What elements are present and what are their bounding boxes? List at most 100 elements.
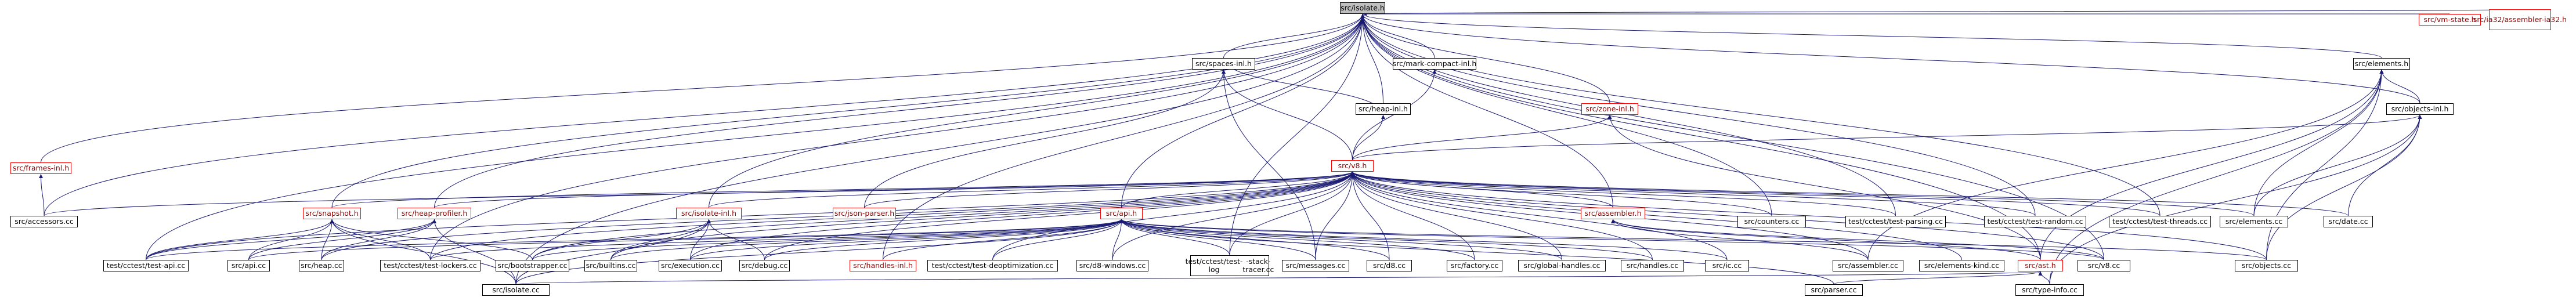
node-execution-cc[interactable]: src/execution.cc (659, 260, 722, 271)
edge-api_h-to-v8_h (1121, 171, 1354, 208)
node-counters-cc[interactable]: src/counters.cc (1737, 216, 1806, 227)
node-parser-cc[interactable]: src/parser.cc (1805, 284, 1863, 296)
node-v8-cc[interactable]: src/v8.cc (2078, 260, 2130, 271)
edge-v8_cc-to-v8_h (1350, 171, 2104, 260)
node-handles-inl-h[interactable]: src/handles-inl.h (850, 260, 916, 271)
edge-v8_cc-to-assembler_h (1611, 219, 2104, 260)
edge-ia32_assembler-to-isolate_h (1362, 9, 2520, 15)
node-mark-compact-inl-h[interactable]: src/mark-compact-inl.h (1393, 58, 1476, 70)
edge-test_deopt-to-v8_h (992, 171, 1354, 260)
edge-global_handles-to-api_h (1119, 219, 1562, 260)
edge-heap_profiler-to-isolate_h (434, 13, 1365, 208)
node-snapshot-h[interactable]: src/snapshot.h (303, 208, 361, 219)
edge-messages-to-spaces_inl (1222, 69, 1316, 260)
node-test-lockers-cc[interactable]: test/cctest/test-lockers.cc (380, 260, 480, 271)
edge-type_info-to-ast_h (2038, 271, 2050, 285)
node-ic-cc[interactable]: src/ic.cc (1705, 260, 1749, 271)
node-d8-cc[interactable]: src/d8.cc (1367, 260, 1412, 271)
edge-messages-to-api_h (1119, 219, 1316, 260)
node-test-threads-cc[interactable]: test/cctest/test-threads.cc (2109, 216, 2211, 227)
edge-ic_cc-to-api_h (1119, 219, 1728, 260)
node-isolate-inl-h[interactable]: src/isolate-inl.h (676, 208, 742, 219)
node-json-parser-h[interactable]: src/json-parser.h (833, 208, 896, 219)
edge-heap_cc-to-snapshot_h (321, 219, 334, 260)
edge-handles_cc-to-v8_h (1350, 171, 1653, 260)
edge-test_api-to-v8_h (146, 171, 1354, 260)
node-bootstrapper-cc[interactable]: src/bootstrapper.cc (496, 260, 569, 271)
node-label-line-2: -stack-tracer.cc (1242, 257, 1274, 274)
node-heap-cc[interactable]: src/heap.cc (299, 260, 344, 271)
node-elements-cc[interactable]: src/elements.cc (2220, 216, 2288, 227)
node-ia32-assembler-h[interactable]: src/ia32/assembler-ia32.h (2473, 9, 2567, 30)
node-spaces-inl-h[interactable]: src/spaces-inl.h (1192, 58, 1255, 70)
node-heap-profiler-h[interactable]: src/heap-profiler.h (398, 208, 471, 219)
edge-test_log_stack-to-isolate_h (1229, 13, 1365, 256)
edge-test_api-to-isolate_h (146, 13, 1365, 260)
node-factory-cc[interactable]: src/factory.cc (1447, 260, 1502, 271)
edge-test_log_stack-to-api_h (1119, 219, 1230, 256)
node-test-parsing-cc[interactable]: test/cctest/test-parsing.cc (1845, 216, 1946, 227)
node-frames-inl-h[interactable]: src/frames-inl.h (10, 162, 71, 174)
edge-isolate_cc-to-snapshot_h (330, 219, 516, 285)
node-d8-windows-cc[interactable]: src/d8-windows.cc (1076, 260, 1148, 271)
edge-type_info-to-elements_h (2049, 69, 2384, 285)
edge-elements_cc-to-elements_h (2253, 69, 2384, 216)
edge-objects_inl-to-elements_h (2379, 69, 2420, 104)
node-api-cc[interactable]: src/api.cc (227, 260, 270, 271)
node-test-log-stack-tracer-cc[interactable]: test/cctest/test-log -stack-tracer.cc (1186, 255, 1274, 276)
edge-handles_cc-to-api_h (1119, 219, 1653, 260)
node-type-info-cc[interactable]: src/type-info.cc (2015, 284, 2084, 296)
node-assembler-h[interactable]: src/assembler.h (1581, 208, 1645, 219)
edge-builtins-to-v8_h (610, 171, 1354, 260)
edge-handles_inl-to-isolate_h (883, 13, 1365, 260)
node-test-random-cc[interactable]: test/cctest/test-random.cc (1984, 216, 2086, 227)
edge-v8_h-to-mark_compact_inl (1352, 69, 1437, 161)
node-zone-inl-h[interactable]: src/zone-inl.h (1581, 103, 1638, 115)
node-test-deoptimization-cc[interactable]: test/cctest/test-deoptimization.cc (927, 260, 1058, 271)
edge-assembler_cc-to-assembler_h (1611, 219, 1869, 260)
node-objects-inl-h[interactable]: src/objects-inl.h (2386, 103, 2454, 115)
edge-objects_cc-to-api_h (1119, 219, 2267, 260)
edge-messages-to-v8_h (1315, 171, 1354, 260)
node-debug-cc[interactable]: src/debug.cc (739, 260, 790, 271)
edge-test_log_stack-to-v8_h (1229, 171, 1354, 256)
node-builtins-cc[interactable]: src/builtins.cc (584, 260, 637, 271)
edge-isolate_cc-to-ast_h (515, 271, 2042, 285)
node-isolate-cc[interactable]: src/isolate.cc (482, 284, 550, 296)
edge-elements_cc-to-objects_inl (2253, 114, 2422, 216)
edge-v8_h-to-objects_inl (1352, 114, 2422, 161)
node-objects-cc[interactable]: src/objects.cc (2235, 260, 2298, 271)
edge-accessors-to-isolate_h (44, 13, 1365, 216)
node-handles-cc[interactable]: src/handles.cc (1621, 260, 1684, 271)
edge-factory-to-api_h (1119, 219, 1475, 260)
node-messages-cc[interactable]: src/messages.cc (1282, 260, 1349, 271)
node-accessors-cc[interactable]: src/accessors.cc (10, 216, 78, 227)
node-global-handles-cc[interactable]: src/global-handles.cc (1518, 260, 1606, 271)
edge-isolate_inl-to-v8_h (709, 171, 1354, 208)
edge-parser_cc-to-api_h (1119, 219, 1834, 285)
edge-json_parser-to-v8_h (864, 171, 1354, 208)
node-vm-state-h[interactable]: src/vm-state.h (2419, 14, 2481, 26)
node-api-h[interactable]: src/api.h (1100, 208, 1143, 219)
node-test-api-cc[interactable]: test/cctest/test-api.cc (103, 260, 189, 271)
node-assembler-cc[interactable]: src/assembler.cc (1833, 260, 1903, 271)
edge-ast_h-to-assembler_h (1611, 219, 2041, 260)
node-ast-h[interactable]: src/ast.h (2018, 260, 2063, 271)
edge-bootstrapper-to-snapshot_h (330, 219, 533, 260)
node-v8-h[interactable]: src/v8.h (1331, 160, 1374, 172)
node-elements-h[interactable]: src/elements.h (2353, 58, 2410, 70)
node-date-cc[interactable]: src/date.cc (2324, 216, 2373, 227)
edge-test_api-to-heap_profiler (146, 219, 436, 260)
edge-api_cc-to-api_h (248, 219, 1123, 260)
edge-isolate_inl-to-isolate_h (709, 13, 1365, 208)
edge-debug_cc-to-api_h (764, 219, 1123, 260)
edge-test_parsing-to-v8_h (1350, 171, 1896, 216)
edge-execution-to-v8_h (690, 171, 1354, 260)
edge-frames_inl-to-isolate_h (41, 13, 1365, 163)
edge-assembler_h-to-isolate_h (1360, 13, 1613, 208)
node-heap-inl-h[interactable]: src/heap-inl.h (1356, 103, 1411, 115)
edge-debug_cc-to-isolate_inl (707, 219, 765, 260)
node-label-line-1: test/cctest/test-log (1185, 257, 1243, 274)
edge-objects_cc-to-v8_h (1350, 171, 2267, 260)
node-elements-kind-cc[interactable]: src/elements-kind.cc (1919, 260, 2004, 271)
